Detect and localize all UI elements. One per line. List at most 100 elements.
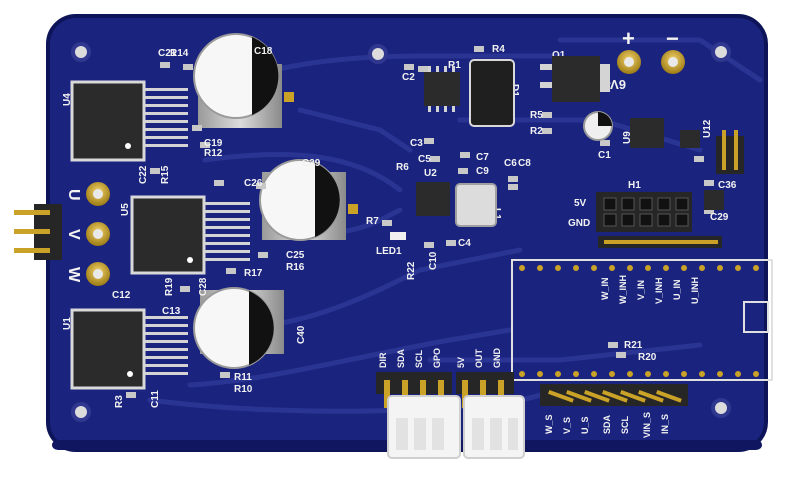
ref-c3: C3 bbox=[410, 138, 423, 149]
mounting-holes bbox=[71, 42, 731, 422]
smd-passives bbox=[126, 46, 714, 398]
ref-r11: R11 bbox=[234, 372, 252, 383]
bottom-header-labels: W_S V_S U_S SDA SCL VIN_S IN_S bbox=[544, 412, 670, 438]
minus-label: − bbox=[666, 26, 679, 51]
header-u12 bbox=[716, 136, 744, 174]
ref-r7: R7 bbox=[366, 216, 379, 227]
ref-r14: R14 bbox=[170, 48, 189, 59]
ref-c28: C28 bbox=[198, 277, 209, 296]
ref-u1: U1 bbox=[62, 317, 73, 330]
ic-soic-u3 bbox=[424, 72, 460, 106]
ref-c19: C19 bbox=[204, 138, 223, 149]
ref-u12: U12 bbox=[702, 119, 713, 138]
electrolytic-cap-c39 bbox=[259, 159, 358, 241]
ref-r10: R10 bbox=[234, 384, 253, 395]
ref-c12: C12 bbox=[112, 290, 131, 301]
header-gnd-label: GND bbox=[568, 218, 590, 229]
ref-r20: R20 bbox=[638, 352, 657, 363]
phase-w-label: W bbox=[65, 267, 82, 283]
hdr-label-in-s: IN_S bbox=[660, 414, 670, 434]
led-label: LED1 bbox=[376, 246, 402, 257]
right-connector-labels: 5V OUT GND bbox=[456, 348, 502, 369]
ref-r5: R5 bbox=[530, 110, 543, 121]
motor-phase-pads: U V W bbox=[65, 182, 110, 286]
module-label-w-inh: W_INH bbox=[618, 275, 628, 304]
header-5v-label: 5V bbox=[574, 198, 587, 209]
module-label-u-in: U_IN bbox=[672, 279, 682, 300]
phase-v-label: V bbox=[65, 229, 82, 240]
mount-hole-br bbox=[711, 398, 731, 418]
mount-hole-tr bbox=[711, 42, 731, 62]
ref-r2: R2 bbox=[530, 126, 543, 137]
ref-c1: C1 bbox=[598, 150, 611, 161]
conn-label-sda: SDA bbox=[396, 348, 406, 368]
module-label-w-in: W_IN bbox=[600, 278, 610, 301]
h1-label: H1 bbox=[628, 180, 641, 191]
ref-designators: U4 U5 U1 U2 U9 U12 Q1 D1 C18 C39 C40 C21… bbox=[62, 44, 737, 408]
module-label-v-inh: V_INH bbox=[654, 277, 664, 304]
ref-r19: R19 bbox=[164, 277, 175, 296]
regulator-ic-u2 bbox=[416, 182, 450, 216]
ref-u2: U2 bbox=[424, 168, 437, 179]
ref-c25: C25 bbox=[286, 250, 305, 261]
conn-label-gnd: GND bbox=[492, 348, 502, 369]
bottom-right-header bbox=[540, 384, 688, 406]
ref-r3: R3 bbox=[114, 395, 125, 408]
phase-u-label: U bbox=[65, 189, 82, 201]
module-labels: W_IN W_INH V_IN V_INH U_IN U_INH bbox=[600, 275, 700, 304]
ref-c5: C5 bbox=[418, 154, 431, 165]
left-connector-labels: DIR SDA SCL GPO bbox=[378, 348, 442, 368]
ref-u9: U9 bbox=[622, 131, 633, 144]
ic-u12 bbox=[680, 130, 700, 148]
ref-c21: C21 bbox=[158, 48, 177, 59]
ref-r1: R1 bbox=[448, 60, 461, 71]
hdr-label-vin-s: VIN_S bbox=[642, 412, 652, 438]
ref-r12: R12 bbox=[204, 148, 223, 159]
ref-c22: C22 bbox=[138, 165, 149, 184]
electrolytic-cap-c40 bbox=[193, 287, 284, 369]
ref-r21: R21 bbox=[624, 340, 643, 351]
ref-c11: C11 bbox=[150, 390, 161, 408]
ic-u3-small bbox=[704, 190, 724, 210]
ref-c36: C36 bbox=[718, 180, 737, 191]
module-label-u-inh: U_INH bbox=[690, 277, 700, 304]
conn-label-gpo: GPO bbox=[432, 348, 442, 368]
led1 bbox=[390, 232, 406, 240]
ref-r4: R4 bbox=[492, 44, 505, 55]
electrolytic-cap-c18 bbox=[193, 33, 294, 128]
hdr-label-sda: SDA bbox=[602, 414, 612, 434]
ref-r17: R17 bbox=[244, 268, 263, 279]
ref-c4: C4 bbox=[458, 238, 471, 249]
left-pin-header bbox=[14, 204, 62, 260]
ref-c7: C7 bbox=[476, 152, 489, 163]
ref-c6: C6 bbox=[504, 158, 517, 169]
ref-r15: R15 bbox=[160, 165, 171, 184]
conn-label-out: OUT bbox=[474, 349, 484, 369]
mount-hole-bl bbox=[71, 402, 91, 422]
power-section bbox=[390, 56, 744, 240]
conn-label-scl: SCL bbox=[414, 349, 424, 368]
ref-c13: C13 bbox=[162, 306, 181, 317]
ref-c26: C26 bbox=[244, 178, 263, 189]
hdr-label-scl: SCL bbox=[620, 415, 630, 434]
ref-c29: C29 bbox=[710, 212, 729, 223]
ref-c8: C8 bbox=[518, 158, 531, 169]
plus-label: + bbox=[622, 26, 635, 51]
ref-c9: C9 bbox=[476, 166, 489, 177]
mount-hole-tl bbox=[71, 42, 91, 62]
ref-r22: R22 bbox=[406, 261, 417, 280]
driver-ic-u1 bbox=[70, 308, 188, 390]
header-h1 bbox=[596, 192, 722, 248]
ref-c40: C40 bbox=[296, 325, 307, 344]
hdr-label-u-s: U_S bbox=[580, 416, 590, 434]
ref-c18: C18 bbox=[254, 46, 273, 57]
ref-u5: U5 bbox=[120, 203, 131, 216]
ref-q1: Q1 bbox=[552, 50, 566, 61]
conn-label-5v: 5V bbox=[456, 357, 466, 368]
module-footprint bbox=[511, 259, 773, 381]
ref-r6: R6 bbox=[396, 162, 409, 173]
bottom-connectors bbox=[376, 372, 525, 459]
module-label-v-in: V_IN bbox=[636, 280, 646, 300]
ref-r16: R16 bbox=[286, 262, 305, 273]
